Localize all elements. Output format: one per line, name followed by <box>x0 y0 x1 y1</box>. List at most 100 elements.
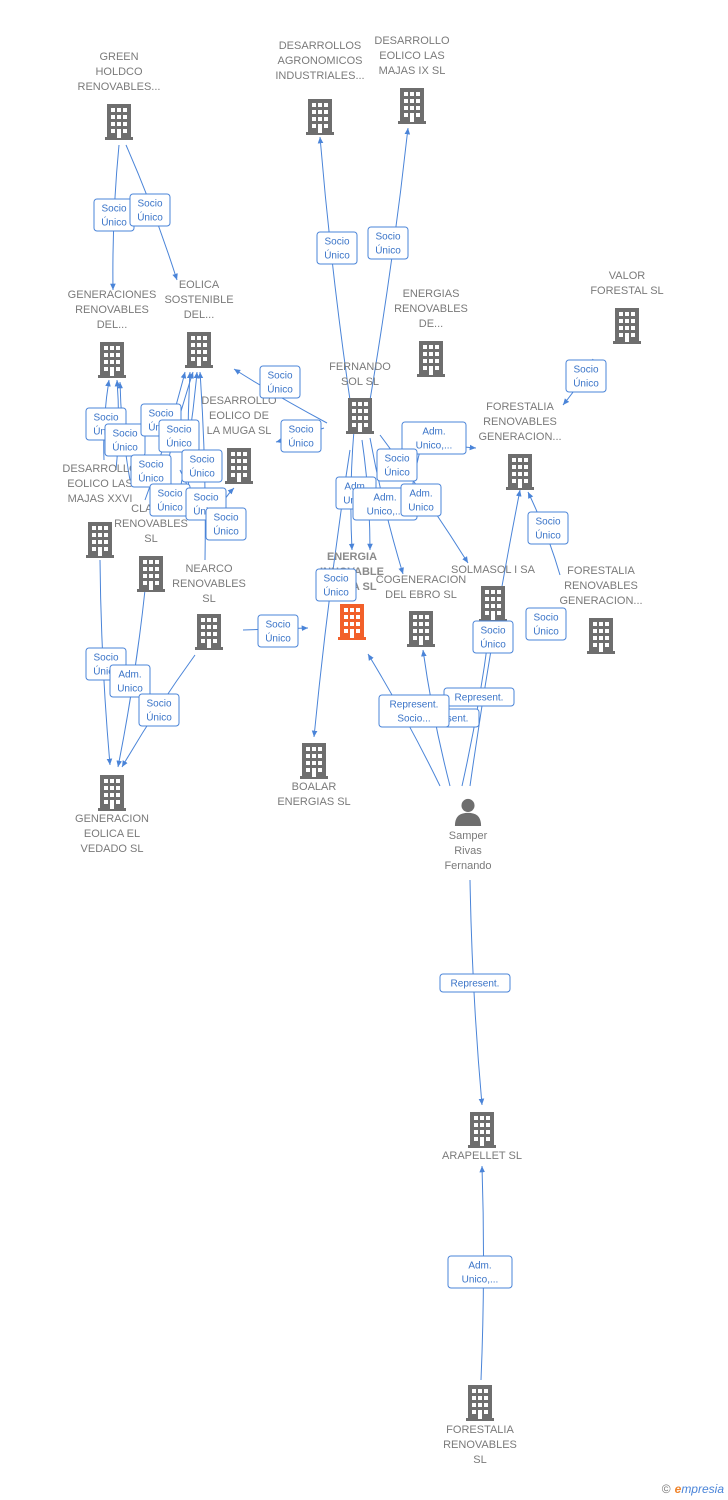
edge-label-line: Único <box>480 638 506 651</box>
edge-label-line: Único <box>138 472 164 485</box>
node-label-line: FERNANDO <box>329 361 391 373</box>
node-label-line: RENOVABLES <box>564 580 638 592</box>
node-solmasol[interactable]: SOLMASOL I SA <box>451 564 536 622</box>
node-label-line: GENERACION <box>75 813 149 825</box>
edge-label-line: Socio <box>166 425 191 436</box>
node-label-line: DESARROLLOS <box>279 40 362 52</box>
edge-label-line: Único <box>288 437 314 450</box>
edge-label[interactable]: Adm.Unico,... <box>401 421 467 455</box>
edge-label-line: Socio <box>480 626 505 637</box>
edge-label-line: Socio <box>189 455 214 466</box>
edge-label-line: Único <box>137 211 163 224</box>
edge-label-text: Adm.Unico,... <box>416 427 453 452</box>
node-label-line: NEARCO <box>185 563 233 575</box>
edge-label-line: Único <box>324 249 350 262</box>
node-label-line: EOLICO LAS <box>67 478 132 490</box>
edge-label-box <box>257 614 299 648</box>
node-label-line: DESARROLLO <box>374 35 450 47</box>
building-icon <box>587 618 615 654</box>
edge-label-text: Adm.Unico,... <box>367 493 404 518</box>
building-icon <box>306 99 334 135</box>
edge-label-box <box>367 226 409 260</box>
edge-label-box <box>525 607 567 641</box>
node-label-line: AGRONOMICOS <box>278 55 363 67</box>
edge-label[interactable]: Adm.Unico,... <box>447 1255 513 1289</box>
edge-label[interactable]: Represent.Socio... <box>378 694 450 728</box>
node-arapellet[interactable]: ARAPELLET SL <box>442 1112 522 1162</box>
node-label-line: INDUSTRIALES... <box>275 70 364 82</box>
node-label: DESARROLLOS AGRONOMICOS INDUSTRIALES... <box>275 40 364 82</box>
building-icon <box>86 522 114 558</box>
building-icon <box>105 104 133 140</box>
node-label-line: EOLICO DE <box>209 410 269 422</box>
node-label-line: GENERACION... <box>478 431 561 443</box>
edge-label[interactable]: Adm.Unico <box>400 483 442 517</box>
node-desagro[interactable]: DESARROLLOS AGRONOMICOS INDUSTRIALES... <box>275 40 365 135</box>
node-label-line: DE... <box>419 318 443 330</box>
node-label-line: DEL EBRO SL <box>385 589 457 601</box>
edge-label-line: Socio <box>288 425 313 436</box>
edge-label-line: Único <box>146 711 172 724</box>
node-label-line: Fernando <box>444 860 491 872</box>
edge-label[interactable]: Represent. <box>439 973 511 993</box>
edge-label-box <box>181 449 223 483</box>
edge-label-box <box>109 664 151 698</box>
edge-label-box <box>401 421 467 455</box>
edge-label-box <box>447 1255 513 1289</box>
edge-label-line: Único <box>533 625 559 638</box>
person-icon <box>454 798 482 826</box>
empresia-brand[interactable]: ©empresia <box>662 1482 724 1496</box>
edge-label[interactable]: Adm.Unico <box>109 664 151 698</box>
edge-label[interactable]: Represent. <box>443 687 515 707</box>
node-label-line: SOSTENIBLE <box>164 294 233 306</box>
node-label-line: GENERACIONES <box>68 289 157 301</box>
node-label-line: DEL... <box>97 319 128 331</box>
